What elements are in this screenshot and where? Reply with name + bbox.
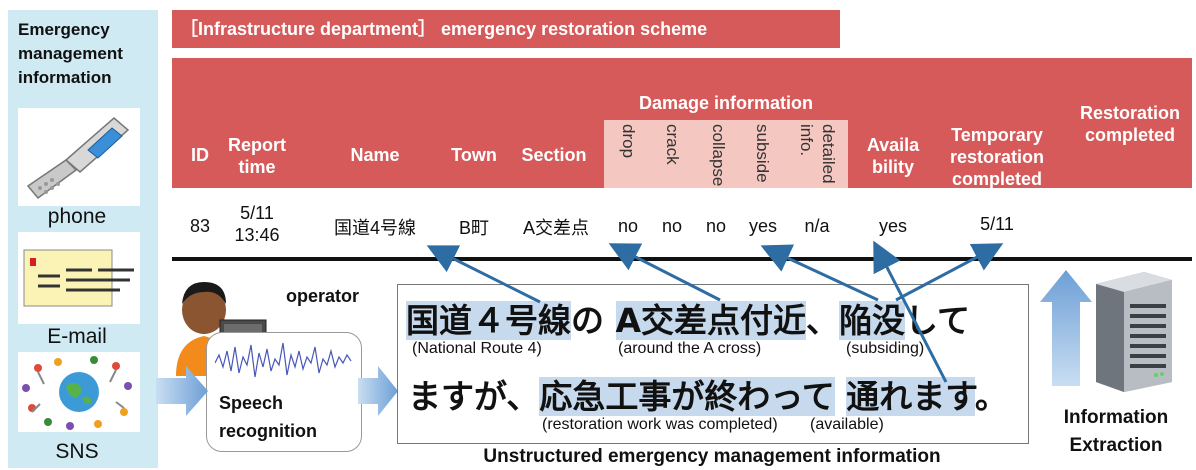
phrase-text: の <box>571 301 616 340</box>
extraction-label-line: Extraction <box>1069 435 1163 456</box>
cell-subside: yes <box>748 216 777 236</box>
col-id: ID <box>191 145 209 165</box>
col-temp-restoration-line: Temporary <box>951 125 1043 145</box>
damage-subheader <box>604 120 848 188</box>
envelope-icon <box>18 232 140 324</box>
col-town: Town <box>451 145 497 165</box>
sidebar-title-line: Emergency <box>18 20 110 39</box>
speech-recognition-box: Speech recognition <box>206 332 362 452</box>
utterance-line-2: ますが、応急工事が終わって 通れます。 <box>408 370 1008 418</box>
waveform-icon <box>215 342 352 378</box>
table-bottom-rule <box>172 257 1192 261</box>
operator-label: operator <box>286 286 360 306</box>
cell-town: B町 <box>458 218 489 238</box>
phrase-subside: 陥没 <box>839 301 906 340</box>
phone-label: phone <box>47 205 107 228</box>
phrase-available: 通れます <box>846 377 975 416</box>
sidebar-title: Emergency management information <box>8 18 158 90</box>
globe-people-icon <box>18 352 140 432</box>
cell-name: 国道4号線 <box>333 218 416 238</box>
col-restoration: Restoration completed <box>1068 102 1192 146</box>
sns-label: SNS <box>55 440 99 463</box>
arrow-right-icon <box>358 366 398 416</box>
gloss-cross: (around the A cross) <box>618 340 762 357</box>
phrase-text: ますが、 <box>408 377 540 416</box>
cell-drop: no <box>617 216 639 236</box>
arrow-to-subside <box>760 244 879 302</box>
col-drop: drop <box>619 124 638 159</box>
sidebar-title-line: information <box>18 68 112 87</box>
arrow-up-icon <box>1040 270 1092 386</box>
gloss-available: (available) <box>810 416 884 433</box>
col-report-time: Report time <box>222 134 292 178</box>
cell-availability: yes <box>878 216 907 236</box>
col-restoration-line: Restoration <box>1079 103 1180 123</box>
phrase-text: 。 <box>974 377 1008 416</box>
phrase-cross: A交差点付近 <box>615 301 807 340</box>
col-crack: crack <box>663 124 682 165</box>
speech-recognition-label: Speech recognition <box>219 389 317 445</box>
gloss-route: (National Route 4) <box>412 340 542 357</box>
col-report-time-line: time <box>238 157 276 177</box>
cell-section: A交差点 <box>522 218 589 238</box>
col-temp-restoration: Temporary restoration completed <box>932 124 1062 190</box>
gloss-subside: (subsiding) <box>846 340 925 357</box>
phrase-restoration: 応急工事が終わって <box>539 377 835 416</box>
extraction-label: Information Extraction <box>1040 404 1192 460</box>
phrase-route: 国道４号線 <box>406 301 571 340</box>
flip-phone-icon <box>18 108 140 206</box>
cell-id: 83 <box>189 216 211 236</box>
col-temp-restoration-line: restoration <box>949 147 1045 167</box>
gloss-restoration: (restoration work was completed) <box>542 416 778 433</box>
cell-report-time-line: 5/11 <box>240 203 274 223</box>
speech-recognition-line: recognition <box>219 421 317 441</box>
col-detailed-info-line: info. <box>797 124 816 157</box>
col-detailed-info-line: detailed <box>819 124 838 184</box>
arrow-to-temp-restoration <box>895 243 1004 302</box>
arrow-to-section <box>608 243 721 302</box>
col-name: Name <box>350 145 400 165</box>
cell-report-time-line: 13:46 <box>234 225 280 245</box>
col-subside: subside <box>753 124 772 183</box>
cell-collapse: no <box>705 216 727 236</box>
col-availability: Availa bility <box>856 134 930 178</box>
cell-crack: no <box>661 216 683 236</box>
cell-detailed: n/a <box>804 216 830 236</box>
col-collapse: collapse <box>709 124 728 187</box>
col-section: Section <box>521 145 587 165</box>
unstructured-caption: Unstructured emergency management inform… <box>483 446 941 467</box>
col-availability-line: bility <box>871 157 914 177</box>
col-temp-restoration-line: completed <box>951 169 1043 189</box>
arrow-to-availability <box>873 240 948 383</box>
col-availability-line: Availa <box>866 135 920 155</box>
extraction-label-line: Information <box>1063 407 1169 428</box>
sidebar-panel: Emergency management information phone E… <box>8 10 158 468</box>
scheme-title: ［Infrastructure department］ emergency re… <box>172 10 840 48</box>
cell-report-time: 5/11 13:46 <box>222 202 292 246</box>
email-label: E-mail <box>47 325 107 348</box>
damage-info-header: Damage information <box>638 93 814 113</box>
col-restoration-line: completed <box>1084 125 1176 145</box>
speech-recognition-line: Speech <box>219 393 284 413</box>
col-report-time-line: Report <box>228 135 286 155</box>
cell-temp-restoration: 5/11 <box>980 214 1014 234</box>
arrow-right-icon <box>156 366 208 416</box>
server-icon <box>1090 270 1176 394</box>
col-detailed-info: detailed info. <box>796 124 838 186</box>
arrow-to-name <box>426 245 541 304</box>
sidebar-title-line: management <box>18 44 123 63</box>
phrase-text: 、 <box>806 301 840 340</box>
